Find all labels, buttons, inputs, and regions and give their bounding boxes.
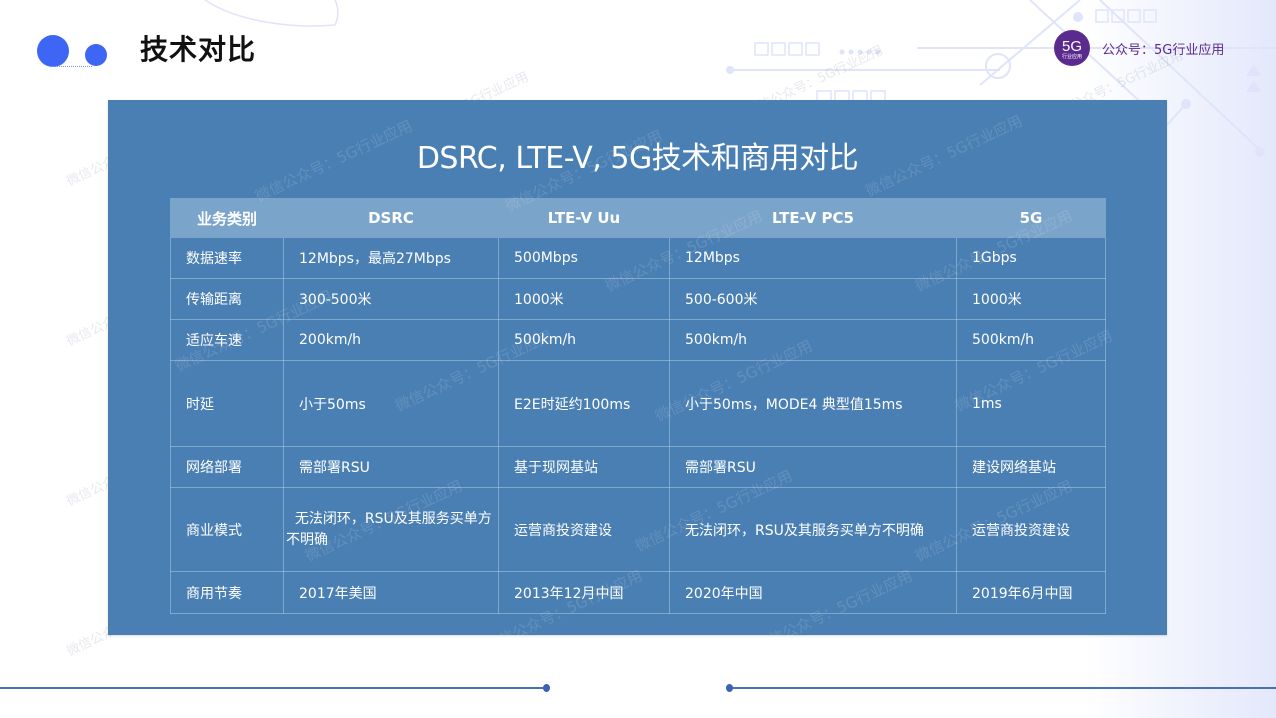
footer-line-right: [730, 687, 1276, 689]
table-cell: 500-600米: [669, 278, 957, 320]
table-cell: 12Mbps: [669, 237, 957, 279]
table-cell: 500km/h: [956, 319, 1106, 361]
row-label: 商业模式: [170, 487, 284, 572]
panel-title: DSRC, LTE-V, 5G技术和商用对比: [416, 141, 859, 176]
table-row: 传输距离 300-500米 1000米 500-600米 1000米: [170, 278, 1106, 320]
table-cell: 运营商投资建设: [956, 487, 1106, 572]
comparison-table: 业务类别 DSRC LTE-V Uu LTE-V PC5 5G 数据速率 12M…: [170, 198, 1106, 614]
table-row: 适应车速 200km/h 500km/h 500km/h 500km/h: [170, 319, 1106, 361]
table-cell: 2019年6月中国: [956, 571, 1106, 614]
table-cell: 1Gbps: [956, 237, 1106, 279]
table-cell: 300-500米: [283, 278, 499, 320]
brand-logo-big-text: 5G: [1061, 37, 1082, 55]
comparison-panel: DSRC, LTE-V, 5G技术和商用对比 业务类别 DSRC LTE-V U…: [108, 100, 1167, 655]
table-cell: 小于50ms，MODE4 典型值15ms: [669, 360, 957, 447]
page-title: 技术对比: [140, 33, 257, 66]
table-cell: 1000米: [956, 278, 1106, 320]
row-label: 时延: [170, 360, 284, 447]
footer-line-left: [0, 687, 547, 689]
column-header: 业务类别: [170, 198, 284, 238]
table-cell: 需部署RSU: [669, 446, 957, 488]
table-cell: 运营商投资建设: [498, 487, 670, 572]
row-label: 适应车速: [170, 319, 284, 361]
column-header: LTE-V PC5: [669, 198, 957, 238]
footer-dot-left: [543, 684, 550, 692]
header-dot-underline: [52, 66, 92, 67]
table-cell: 200km/h: [283, 319, 499, 361]
row-label: 数据速率: [170, 237, 284, 279]
table-row: 时延 小于50ms E2E时延约100ms 小于50ms，MODE4 典型值15…: [170, 360, 1106, 447]
table-row: 数据速率 12Mbps，最高27Mbps 500Mbps 12Mbps 1Gbp…: [170, 237, 1106, 279]
table-cell: 小于50ms: [283, 360, 499, 447]
brand: 5G 行业应用 公众号：5G行业应用: [1054, 30, 1224, 66]
table-cell: 建设网络基站: [956, 446, 1106, 488]
table-row: 商用节奏 2017年美国 2013年12月中国 2020年中国 2019年6月中…: [170, 571, 1106, 614]
table-cell: 基于现网基站: [498, 446, 670, 488]
row-label: 网络部署: [170, 446, 284, 488]
column-header: 5G: [956, 198, 1106, 238]
brand-5g-logo-icon: 5G 行业应用: [1054, 30, 1090, 66]
column-header: DSRC: [283, 198, 499, 238]
table-cell: 2020年中国: [669, 571, 957, 614]
table-cell: 2017年美国: [283, 571, 499, 614]
table-cell: 无法闭环，RSU及其服务买单方不明确: [669, 487, 957, 572]
brand-text: 公众号：5G行业应用: [1102, 42, 1225, 58]
table-cell: 1ms: [956, 360, 1106, 447]
table-cell: 2013年12月中国: [498, 571, 670, 614]
header-dot-large: [37, 35, 69, 67]
table-cell: 500km/h: [669, 319, 957, 361]
table-header-row: 业务类别 DSRC LTE-V Uu LTE-V PC5 5G: [170, 198, 1106, 238]
table-cell: 12Mbps，最高27Mbps: [283, 237, 499, 279]
brand-logo-small-text: 行业应用: [1061, 53, 1082, 60]
column-header: LTE-V Uu: [498, 198, 670, 238]
table-row: 网络部署 需部署RSU 基于现网基站 需部署RSU 建设网络基站: [170, 446, 1106, 488]
table-cell: E2E时延约100ms: [498, 360, 670, 447]
table-cell: 无法闭环，RSU及其服务买单方不明确: [283, 487, 499, 572]
table-cell: 需部署RSU: [283, 446, 499, 488]
header-dot-small: [85, 44, 107, 66]
table-cell: 1000米: [498, 278, 670, 320]
footer-dot-right: [726, 684, 733, 692]
table-row: 商业模式 无法闭环，RSU及其服务买单方不明确 运营商投资建设 无法闭环，RSU…: [170, 487, 1106, 572]
table-cell: 500km/h: [498, 319, 670, 361]
table-cell: 500Mbps: [498, 237, 670, 279]
row-label: 传输距离: [170, 278, 284, 320]
row-label: 商用节奏: [170, 571, 284, 614]
